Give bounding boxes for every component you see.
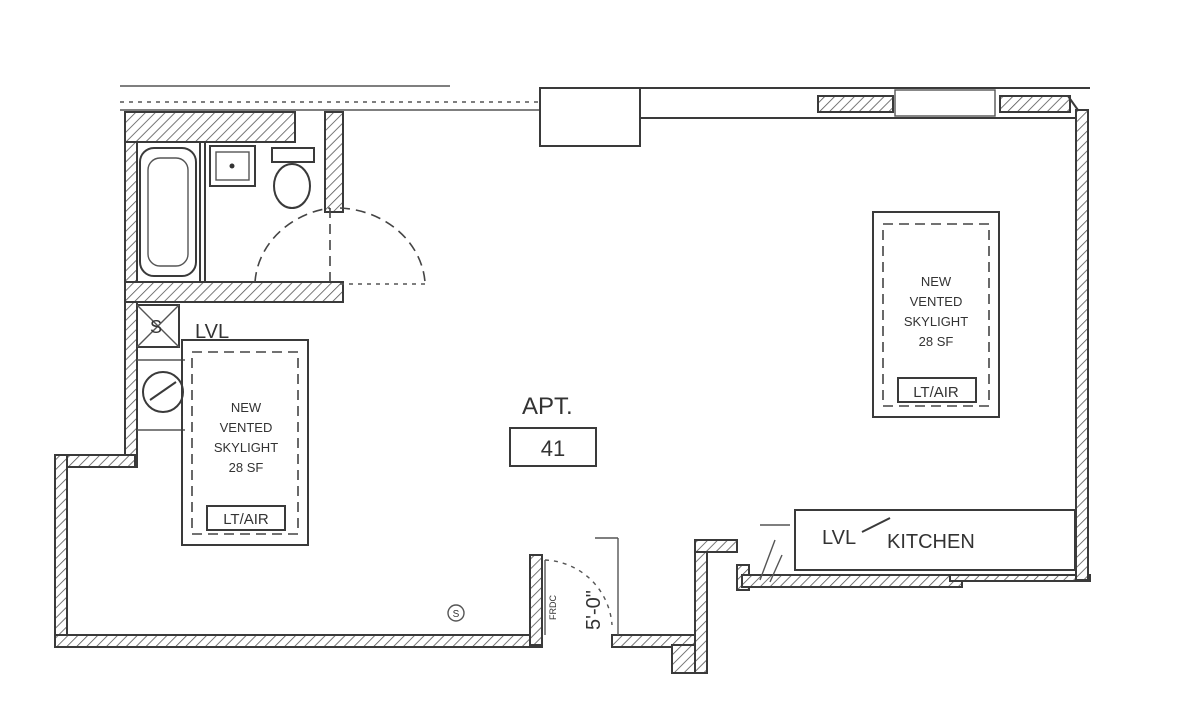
skylight-right-line1: NEW: [921, 274, 952, 289]
top-wall: [539, 87, 1086, 147]
bathroom: [124, 111, 426, 303]
exterior-walls: [54, 109, 1091, 674]
sink-icon: [209, 145, 256, 187]
kitchen-counter: [759, 509, 1076, 583]
skylight-right-area: 28 SF: [919, 334, 954, 349]
skylight-left-line2: VENTED: [220, 420, 273, 435]
skylight-right-line3: SKYLIGHT: [904, 314, 968, 329]
skylight-right-line2: VENTED: [910, 294, 963, 309]
small-s-label: S: [150, 317, 162, 337]
entry-door: [544, 537, 619, 635]
apartment-number: 41: [541, 436, 565, 461]
fire-extinguisher-icon: [142, 371, 184, 413]
smoke-detector-label: S: [453, 609, 460, 620]
bathroom-door-swing-icon: [254, 207, 426, 285]
skylight-right-tag: LT/AIR: [913, 384, 959, 401]
skylight-left-tag: LT/AIR: [223, 511, 269, 528]
lvl-left-label: LVL: [195, 321, 229, 343]
skylight-left-line3: SKYLIGHT: [214, 440, 278, 455]
apartment-label-text: APT.: [522, 393, 573, 420]
frdc-label: FRDC: [548, 595, 558, 620]
skylight-left: [181, 339, 309, 546]
kitchen-label: KITCHEN: [887, 531, 975, 553]
bathtub-icon: [139, 147, 197, 277]
lvl-kitchen-label: LVL: [822, 527, 856, 549]
dimension-label: 5'-0": [583, 590, 605, 630]
apartment-label: APT. 41: [509, 393, 597, 467]
smoke-detector-icon: S: [447, 604, 465, 622]
skylight-left-line1: NEW: [231, 400, 262, 415]
toilet-icon: [271, 147, 315, 209]
skylight-left-area: 28 SF: [229, 460, 264, 475]
skylight-right: [872, 211, 1000, 418]
